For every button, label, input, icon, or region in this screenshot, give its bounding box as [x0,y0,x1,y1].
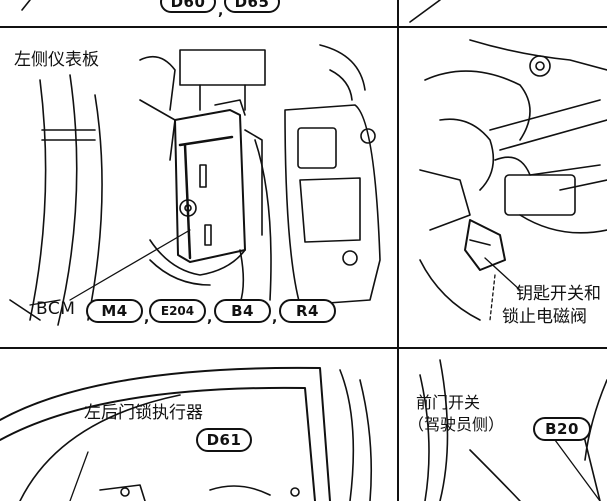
left-dash-illustration [9,44,381,326]
connector-d65: D65 [224,0,280,13]
separator: , [207,310,213,326]
bcm-label: BCM [36,299,76,319]
rear-door-lock-actuator-label: 左后门锁执行器 [84,403,203,423]
connector-m4: M4 [86,299,143,323]
connector-b4: B4 [214,299,271,323]
left-dash-title: 左侧仪表板 [14,50,99,70]
top-right-stroke [409,0,441,23]
connector-r4: R4 [279,299,336,323]
rear-door-illustration [0,366,373,501]
separator: , [272,310,278,326]
connector-d60: D60 [160,0,216,13]
connector-e204: E204 [149,299,206,323]
separator: , [144,310,150,326]
front-door-illustration [419,359,607,501]
connector-d61: D61 [196,428,252,452]
separator: , [218,3,224,19]
key-switch-illustration [419,39,607,321]
front-door-switch-label-line2: （驾驶员侧） [408,415,505,434]
top-left-stroke [21,0,31,11]
key-switch-label-line1: 钥匙开关和 [516,284,601,304]
key-switch-label-line2: 锁止电磁阀 [502,307,587,327]
front-door-switch-label-line1: 前门开关 [416,393,481,412]
connector-b20: B20 [533,417,591,441]
